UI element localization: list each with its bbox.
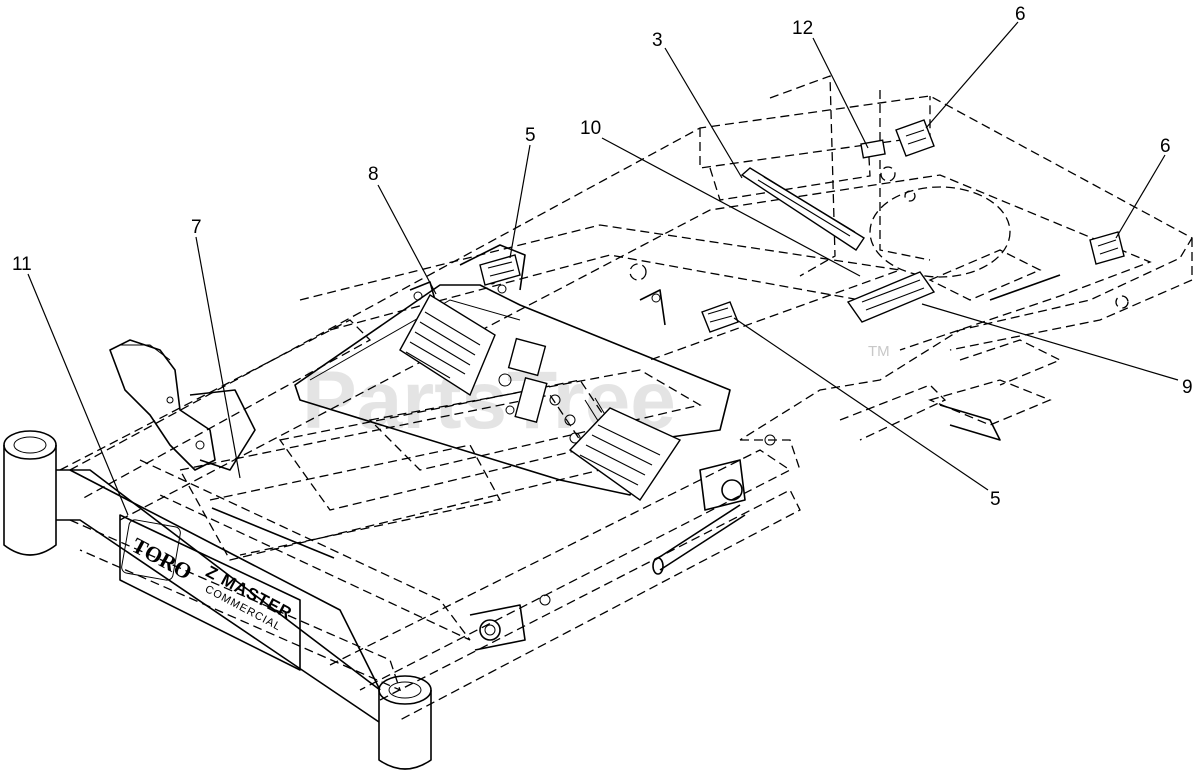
decal-3 (740, 167, 865, 251)
callout-5-lower: 5 (990, 489, 1001, 510)
decal-6-top (895, 119, 935, 157)
decal-6-side (1089, 231, 1125, 265)
callout-9: 9 (1182, 377, 1193, 398)
frame-outline (59, 75, 1193, 721)
decal-5-lower (701, 301, 739, 333)
watermark-trademark: TM (868, 343, 890, 360)
callout-8: 8 (368, 164, 379, 185)
decal-7 (211, 507, 335, 559)
decal-9 (846, 271, 936, 323)
front-bumper (3, 430, 432, 770)
left-bracket (109, 339, 256, 471)
callout-5-top: 5 (525, 125, 536, 146)
callout-11: 11 (12, 254, 32, 275)
right-hardware (469, 274, 1061, 651)
decal-12 (860, 139, 886, 159)
decal-5-top (479, 254, 521, 286)
toro-logo-text: TORO (128, 532, 197, 584)
callout-12: 12 (792, 18, 813, 39)
callout-7: 7 (191, 217, 202, 238)
callout-3: 3 (652, 30, 663, 51)
decal-console-right (568, 407, 682, 501)
decal-8 (399, 294, 496, 397)
leader-lines (27, 21, 1179, 516)
callout-6-side: 6 (1160, 136, 1171, 157)
callout-10: 10 (580, 118, 601, 139)
callout-6-top: 6 (1015, 4, 1026, 25)
console-plate (294, 244, 731, 496)
